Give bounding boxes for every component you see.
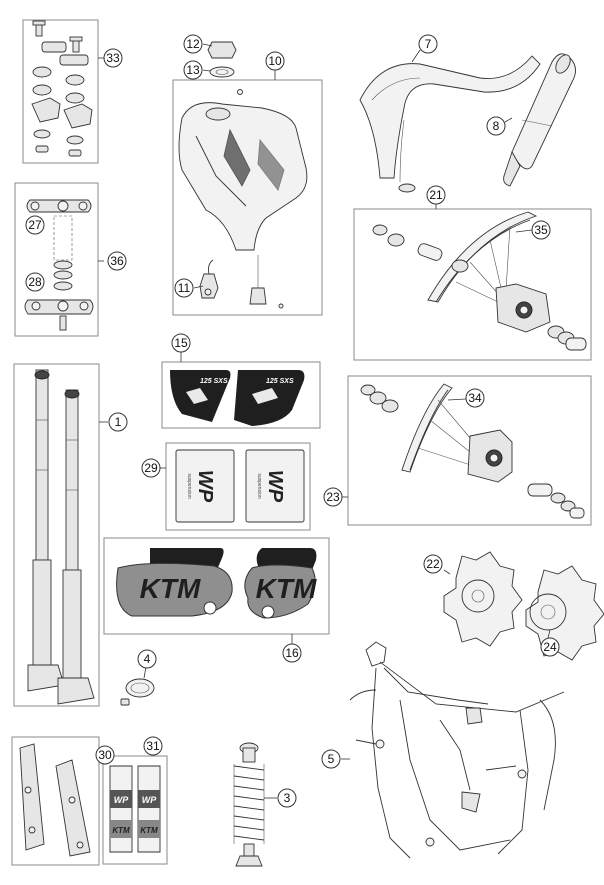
box-31 [102, 755, 168, 865]
svg-text:3: 3 [284, 791, 291, 805]
brake-discs [443, 551, 604, 661]
tank-decal-right-model: 125 SXS [266, 378, 294, 385]
frame [341, 641, 565, 859]
callout-33: 33 [103, 48, 123, 68]
svg-text:12: 12 [186, 37, 200, 51]
callout-15: 15 [171, 333, 191, 353]
svg-text:22: 22 [426, 557, 440, 571]
exhaust-pipe [359, 49, 541, 193]
svg-text:5: 5 [328, 752, 335, 766]
box-30 [11, 736, 100, 866]
front-fork-pair [13, 363, 108, 707]
svg-text:33: 33 [106, 51, 120, 65]
callout-5: 5 [321, 749, 341, 769]
handlebar-clamp-set [22, 19, 104, 164]
svg-text:34: 34 [468, 391, 482, 405]
svg-text:11: 11 [178, 281, 191, 295]
svg-text:27: 27 [28, 218, 42, 232]
svg-text:28: 28 [28, 275, 42, 289]
guard-decal-ktm-right: KTM [140, 826, 158, 835]
callout-29: 29 [141, 458, 161, 478]
guard-decal-ktm-left: KTM [112, 826, 130, 835]
svg-text:36: 36 [110, 254, 124, 268]
exhaust-clamp [120, 666, 155, 706]
svg-text:8: 8 [493, 119, 500, 133]
callout-36: 36 [107, 251, 127, 271]
fork-decal-wp-left: WP [194, 470, 216, 503]
svg-text:23: 23 [326, 490, 340, 504]
callout-24: 24 [540, 637, 560, 657]
box-15 [161, 361, 321, 429]
callout-7: 7 [418, 34, 438, 54]
svg-text:35: 35 [534, 223, 548, 237]
callout-35: 35 [531, 220, 551, 240]
callout-4: 4 [137, 649, 157, 669]
tank-decal-left-model: 125 SXS [200, 378, 228, 385]
callout-31: 31 [143, 736, 163, 756]
fuel-tap [193, 259, 219, 299]
callout-8: 8 [486, 116, 506, 136]
callout-21: 21 [426, 185, 446, 205]
box-1 [13, 363, 100, 707]
guard-decal-wp-right: WP [142, 795, 157, 805]
fork-decal-small-right: suspension [256, 473, 262, 499]
box-21 [353, 208, 592, 361]
callout-10: 10 [265, 51, 285, 71]
fork-guards [11, 736, 100, 866]
tank-decals: 125 SXS 125 SXS [161, 352, 321, 429]
svg-text:24: 24 [543, 640, 557, 654]
box-10 [172, 79, 323, 316]
svg-text:30: 30 [98, 748, 112, 762]
fuel-cap [202, 41, 237, 78]
callout-30: 30 [95, 745, 115, 765]
rear-shock-absorber [233, 742, 277, 867]
shroud-decals: KTM KTM [103, 537, 330, 645]
svg-text:16: 16 [285, 646, 299, 660]
callout-28: 28 [25, 272, 45, 292]
box-36 [14, 182, 99, 337]
svg-text:21: 21 [429, 188, 443, 202]
triple-clamp-assembly [14, 182, 104, 337]
fork-decal-wp-right: WP [264, 470, 286, 503]
box-33 [22, 19, 99, 164]
box-29 [165, 442, 311, 531]
guard-decal-wp-left: WP [114, 795, 129, 805]
callout-34: 34 [465, 388, 485, 408]
rear-wheel [342, 375, 592, 526]
svg-text:1: 1 [115, 415, 122, 429]
box-34 [347, 375, 592, 526]
callout-27: 27 [25, 215, 45, 235]
fuel-tank [172, 70, 323, 316]
svg-text:31: 31 [146, 739, 160, 753]
fork-decal-small-left: suspension [186, 473, 192, 499]
callout-1: 1 [108, 412, 128, 432]
callout-23: 23 [323, 487, 343, 507]
svg-text:15: 15 [174, 336, 188, 350]
shroud-decal-ktm-left: KTM [140, 573, 201, 604]
shroud-decal-ktm-right: KTM [256, 573, 317, 604]
callout-22: 22 [423, 554, 443, 574]
box-16 [103, 537, 330, 635]
svg-text:4: 4 [144, 652, 151, 666]
front-wheel [353, 203, 592, 361]
svg-text:29: 29 [144, 461, 158, 475]
callout-3: 3 [277, 788, 297, 808]
fork-guard-decals: WP WP KTM KTM [102, 755, 168, 865]
silencer [503, 53, 576, 187]
callout-13: 13 [183, 60, 203, 80]
fork-decals: WP WP suspension suspension [160, 442, 311, 531]
svg-text:10: 10 [268, 54, 282, 68]
callout-11: 11 [174, 278, 194, 298]
svg-text:13: 13 [186, 63, 200, 77]
svg-text:7: 7 [425, 37, 432, 51]
callout-12: 12 [183, 34, 203, 54]
callout-16: 16 [282, 643, 302, 663]
